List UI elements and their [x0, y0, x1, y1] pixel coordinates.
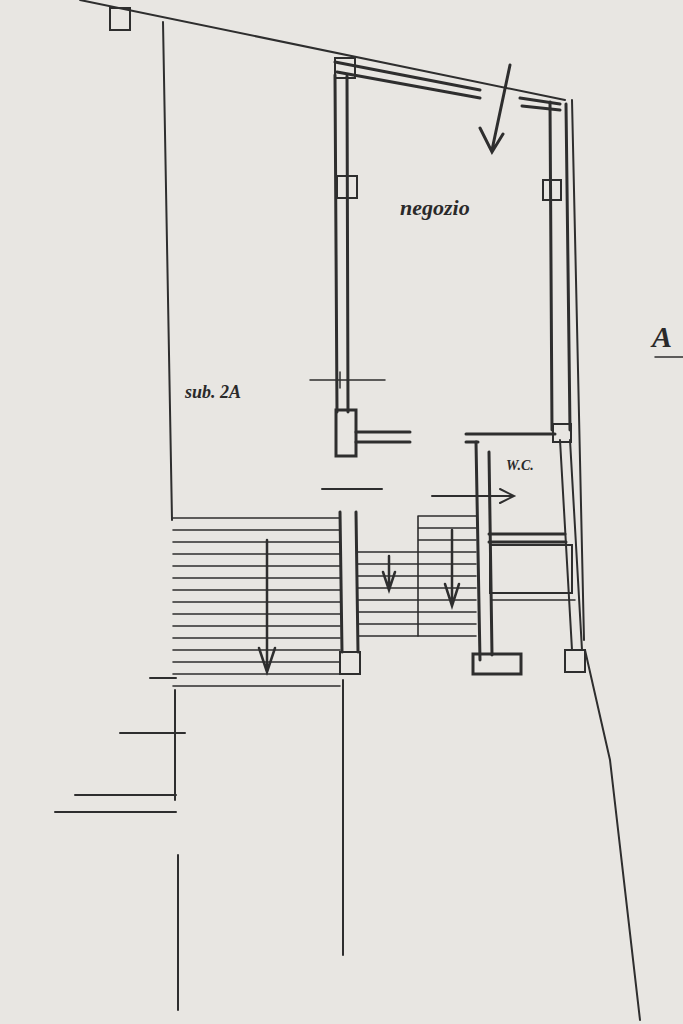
wall-tick: [75, 794, 176, 796]
wall: [492, 599, 575, 601]
stair-treads: [358, 552, 476, 636]
stair-treads: [173, 518, 340, 686]
wall-tick: [55, 811, 176, 813]
wall: [466, 434, 555, 442]
dimension-tick: [339, 372, 341, 388]
wall-tick: [120, 732, 185, 734]
entrance-arrow: [480, 65, 510, 152]
section-label: A: [652, 320, 672, 354]
boundary-line: [572, 100, 640, 1020]
boundary-line: [163, 22, 172, 520]
stair-arrow: [383, 556, 395, 590]
boundary-line: [342, 680, 344, 955]
dimension-line: [310, 379, 385, 381]
column-symbol: [543, 180, 561, 200]
wall: [356, 432, 410, 442]
wall: [550, 102, 570, 430]
unit-label: sub. 2A: [185, 382, 241, 403]
wc-room: W.C.: [501, 455, 539, 477]
access-arrow: [432, 489, 514, 503]
wall: [335, 62, 560, 110]
wall: [335, 75, 348, 412]
room-name: W.C.: [506, 458, 534, 474]
column-symbol: [110, 8, 130, 30]
room-name: negozio: [400, 195, 470, 221]
wall-tick: [150, 677, 176, 679]
stair-arrow: [259, 540, 275, 672]
boundary-line: [177, 855, 179, 1010]
boundary-line: [174, 690, 176, 800]
threshold-line: [322, 488, 382, 490]
wall-end: [336, 410, 356, 456]
stair-arrow: [445, 530, 459, 606]
boundary-line: [80, 0, 565, 100]
wall: [489, 534, 566, 542]
column-symbol: [335, 58, 355, 78]
column-symbol: [565, 650, 585, 672]
service-room: [490, 545, 572, 593]
stair-treads: [418, 516, 476, 636]
room-area: negozio: [395, 192, 475, 224]
column-symbol: [473, 654, 521, 674]
column-symbol: [337, 176, 357, 198]
wall: [340, 512, 358, 652]
section-marker: [655, 356, 683, 358]
column-symbol: [340, 652, 360, 674]
